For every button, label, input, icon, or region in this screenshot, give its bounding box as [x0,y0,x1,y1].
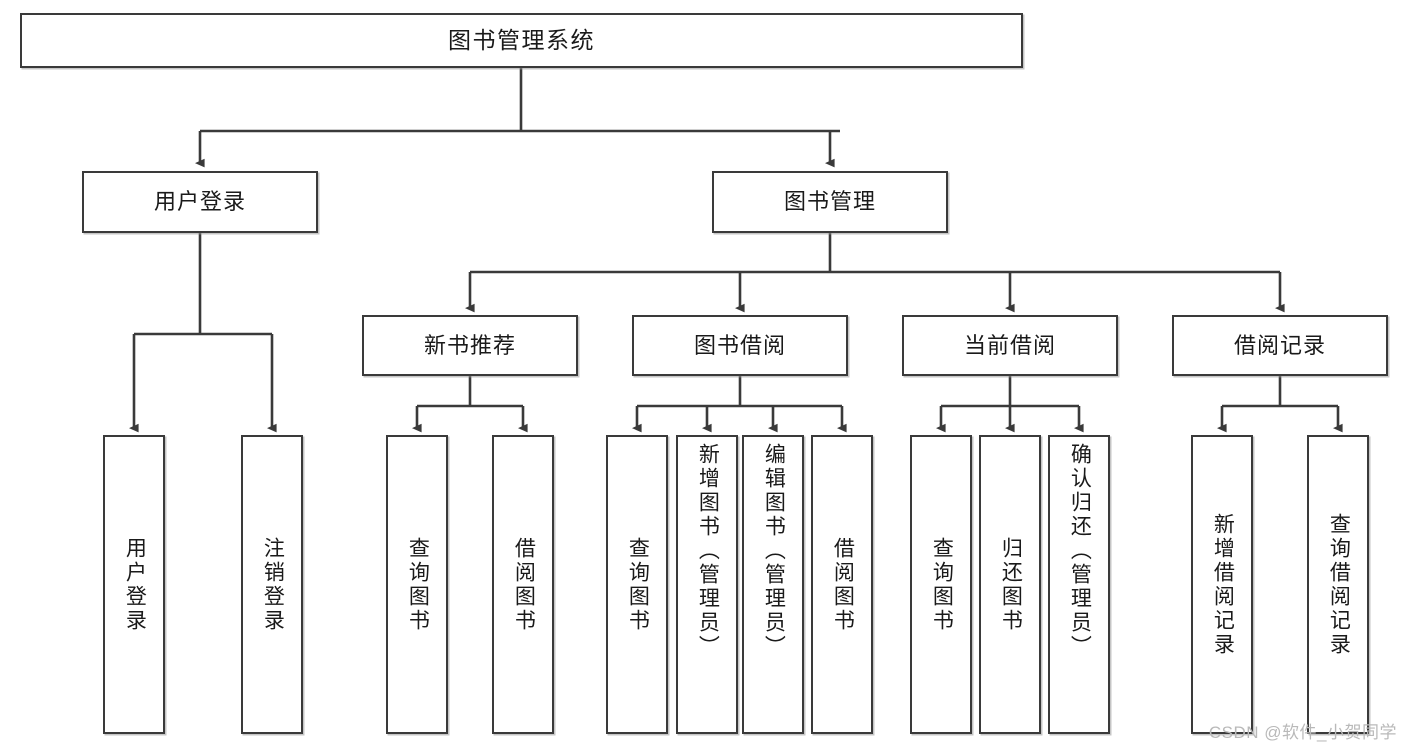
leaf-record-add-record-label: 新增借阅记录 [1211,512,1235,657]
node-current-borrow[interactable]: 当前借阅 [902,315,1118,376]
leaf-user-login-signin[interactable]: 用户登录 [103,435,165,734]
leaf-borrow-add-book[interactable]: 新增图书（管理员） [676,435,738,734]
leaf-current-return-book[interactable]: 归还图书 [979,435,1041,734]
leaf-current-return-book-label: 归还图书 [999,536,1023,633]
node-borrow-record-label: 借阅记录 [1233,332,1326,358]
node-new-book-recommend[interactable]: 新书推荐 [362,315,578,376]
node-book-management[interactable]: 图书管理 [712,171,948,233]
node-root[interactable]: 图书管理系统 [20,13,1023,68]
leaf-borrow-edit-book-label: 编辑图书（管理员） [762,443,786,659]
leaf-user-login-signin-label: 用户登录 [123,536,147,633]
leaf-borrow-borrow-book-label: 借阅图书 [831,536,855,633]
node-book-management-label: 图书管理 [783,189,876,215]
csdn-watermark: CSDN @软件_小贺同学 [1208,723,1397,742]
leaf-record-query-record-label: 查询借阅记录 [1327,512,1351,657]
leaf-recommend-query-book-label: 查询图书 [406,536,430,633]
leaf-user-login-signout[interactable]: 注销登录 [241,435,303,734]
node-new-book-recommend-label: 新书推荐 [423,332,516,358]
node-book-borrow[interactable]: 图书借阅 [632,315,848,376]
leaf-borrow-borrow-book[interactable]: 借阅图书 [811,435,873,734]
leaf-borrow-query-book[interactable]: 查询图书 [606,435,668,734]
leaf-recommend-query-book[interactable]: 查询图书 [386,435,448,734]
leaf-borrow-edit-book[interactable]: 编辑图书（管理员） [742,435,804,734]
leaf-borrow-query-book-label: 查询图书 [626,536,650,633]
node-book-borrow-label: 图书借阅 [693,332,786,358]
node-current-borrow-label: 当前借阅 [963,332,1056,358]
leaf-user-login-signout-label: 注销登录 [261,536,285,633]
leaf-record-query-record[interactable]: 查询借阅记录 [1307,435,1369,734]
leaf-current-query-book[interactable]: 查询图书 [910,435,972,734]
leaf-recommend-borrow-book-label: 借阅图书 [512,536,536,633]
node-borrow-record[interactable]: 借阅记录 [1172,315,1388,376]
leaf-current-confirm-return-label: 确认归还（管理员） [1068,443,1092,659]
leaf-recommend-borrow-book[interactable]: 借阅图书 [492,435,554,734]
node-root-label: 图书管理系统 [448,26,595,53]
node-user-login-label: 用户登录 [153,189,246,215]
leaf-record-add-record[interactable]: 新增借阅记录 [1191,435,1253,734]
leaf-current-confirm-return[interactable]: 确认归还（管理员） [1048,435,1110,734]
leaf-current-query-book-label: 查询图书 [930,536,954,633]
leaf-borrow-add-book-label: 新增图书（管理员） [696,443,720,659]
node-user-login[interactable]: 用户登录 [82,171,318,233]
